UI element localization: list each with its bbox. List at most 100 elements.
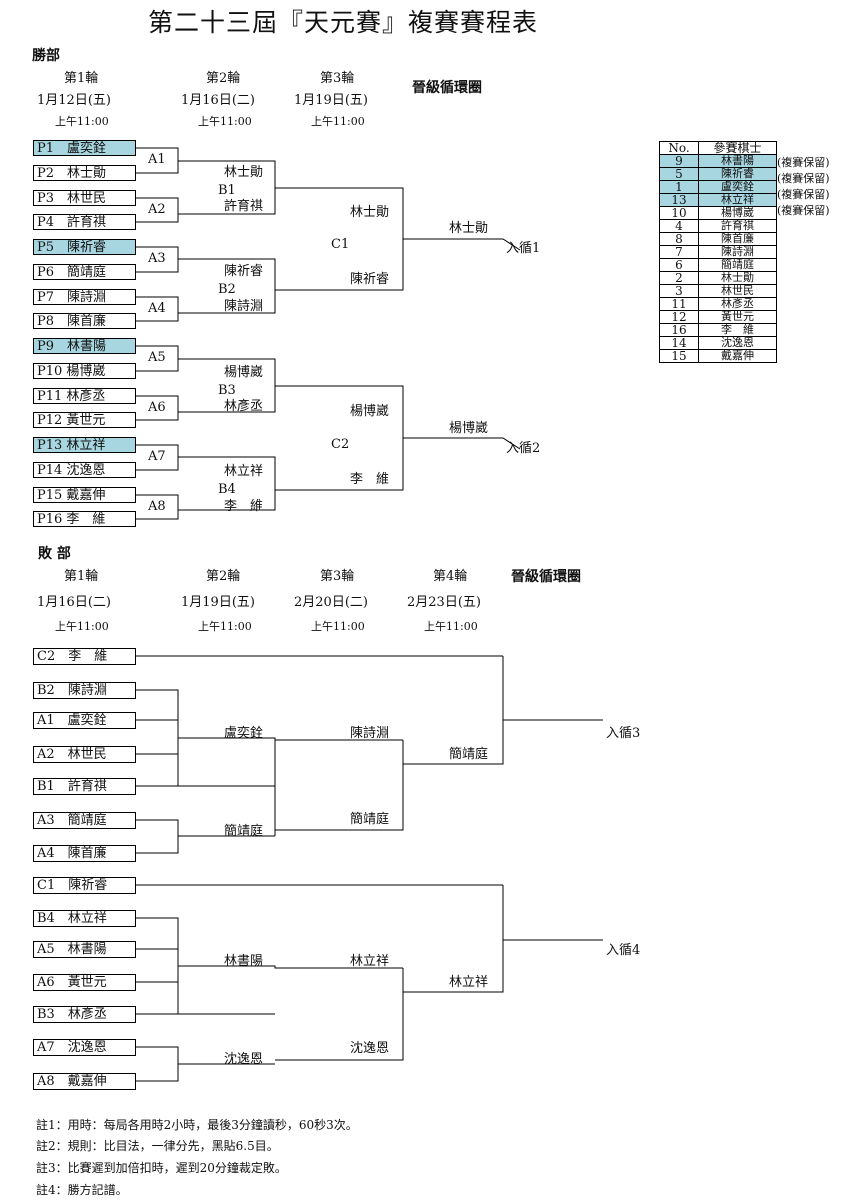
player-number: 1 xyxy=(659,180,699,194)
player-name: 李 維 xyxy=(698,323,777,337)
losers-entry-box: B4 林立祥 xyxy=(33,910,136,927)
winners-player-box: P2 林士勛 xyxy=(33,165,136,181)
winners-round-time: 上午11:00 xyxy=(55,115,109,128)
r2-winner-name: 林彥丞 xyxy=(224,399,264,414)
qualify-label-1: 入循1 xyxy=(506,241,541,256)
qualify-label-2: 入循2 xyxy=(506,441,541,456)
match-label-a2: A2 xyxy=(148,202,166,217)
losers-round-time: 上午11:00 xyxy=(55,620,109,633)
losers-r1-winner: 林書陽 xyxy=(224,954,264,969)
losers-entry-box: A5 林書陽 xyxy=(33,941,136,958)
player-name: 陳詩淵 xyxy=(698,245,777,259)
player-name: 林書陽 xyxy=(698,154,777,168)
player-number: 5 xyxy=(659,167,699,181)
player-name: 簡靖庭 xyxy=(698,258,777,272)
r2-winner-name: 許育祺 xyxy=(224,199,264,214)
losers-round-time: 上午11:00 xyxy=(424,620,478,633)
player-number: 3 xyxy=(659,284,699,298)
match-label-b4: B4 xyxy=(218,482,236,497)
r3-player-name: 楊博崴 xyxy=(350,404,390,419)
r3-player-name: 李 維 xyxy=(350,472,390,487)
losers-entry-box: C1 陳祈睿 xyxy=(33,877,136,894)
winners-player-box: P15 戴嘉伸 xyxy=(33,487,136,503)
match-label-b2: B2 xyxy=(218,282,236,297)
r3-player-name: 陳祈睿 xyxy=(350,272,390,287)
losers-round-date: 1月19日(五) xyxy=(181,595,255,610)
note-2: 註2：規則：比目法，一律分先，黑貼6.5目。 xyxy=(36,1139,279,1153)
losers-round-name: 第2輪 xyxy=(206,569,241,584)
losers-entry-box: A4 陳首廉 xyxy=(33,845,136,862)
winners-player-box: P16 李 維 xyxy=(33,511,136,527)
winners-player-box: P9 林書陽 xyxy=(33,338,136,354)
losers-round-name: 第3輪 xyxy=(320,569,355,584)
match-label-a7: A7 xyxy=(148,449,166,464)
match-label-a1: A1 xyxy=(148,152,166,167)
match-label-c2: C2 xyxy=(331,437,350,452)
note-1: 註1：用時：每局各用時2小時，最後3分鐘讀秒，60秒3次。 xyxy=(36,1118,358,1132)
reserved-note: (複賽保留) xyxy=(777,188,830,201)
note-4: 註4：勝方記譜。 xyxy=(36,1183,128,1197)
winners-round-date: 1月19日(五) xyxy=(294,93,368,108)
winners-player-box: P7 陳詩淵 xyxy=(33,289,136,305)
player-number: 11 xyxy=(659,297,699,311)
final-winner-name: 楊博崴 xyxy=(449,421,489,436)
page-title: 第二十三屆『天元賽』複賽賽程表 xyxy=(148,8,539,37)
winners-player-box: P11 林彥丞 xyxy=(33,388,136,404)
losers-round-date: 1月16日(二) xyxy=(37,595,111,610)
losers-r1-winner: 簡靖庭 xyxy=(224,824,264,839)
winners-player-box: P10 楊博崴 xyxy=(33,363,136,379)
player-number: 6 xyxy=(659,258,699,272)
player-name: 林士勛 xyxy=(698,271,777,285)
losers-r2-winner: 陳詩淵 xyxy=(350,726,390,741)
winners-player-box: P5 陳祈睿 xyxy=(33,239,136,255)
player-name: 黃世元 xyxy=(698,310,777,324)
losers-qualify-label: 晉級循環圈 xyxy=(511,569,581,585)
winners-player-box: P14 沈逸恩 xyxy=(33,462,136,478)
table-header-row: No.參賽棋士 xyxy=(659,141,777,155)
match-label-a8: A8 xyxy=(148,499,166,514)
r2-winner-name: 李 維 xyxy=(224,499,264,514)
player-number: 10 xyxy=(659,206,699,220)
r2-winner-name: 陳詩淵 xyxy=(224,299,264,314)
winners-player-box: P6 簡靖庭 xyxy=(33,264,136,280)
r2-winner-name: 林士勛 xyxy=(224,165,264,180)
losers-r2-winner: 沈逸恩 xyxy=(350,1041,390,1056)
note-3: 註3：比賽遲到加倍扣時，遲到20分鐘裁定敗。 xyxy=(36,1161,287,1175)
player-name: 許育祺 xyxy=(698,219,777,233)
player-name: 沈逸恩 xyxy=(698,336,777,350)
winners-player-box: P4 許育祺 xyxy=(33,214,136,230)
losers-r2-winner: 林立祥 xyxy=(350,954,390,969)
player-number: 16 xyxy=(659,323,699,337)
losers-section-label: 敗 部 xyxy=(38,546,71,562)
final-winner-name: 林士勛 xyxy=(449,221,489,236)
winners-round-time: 上午11:00 xyxy=(311,115,365,128)
match-label-a3: A3 xyxy=(148,251,166,266)
player-name: 林彥丞 xyxy=(698,297,777,311)
losers-round-date: 2月23日(五) xyxy=(407,595,481,610)
player-name: 陳首廉 xyxy=(698,232,777,246)
player-name: 楊博崴 xyxy=(698,206,777,220)
losers-entry-box: B1 許育祺 xyxy=(33,778,136,795)
losers-round-time: 上午11:00 xyxy=(311,620,365,633)
player-number: 15 xyxy=(659,349,699,363)
table-header-cell: 參賽棋士 xyxy=(698,141,777,155)
winners-player-box: P8 陳首廉 xyxy=(33,313,136,329)
losers-r1-winner: 沈逸恩 xyxy=(224,1052,264,1067)
r2-winner-name: 陳祈睿 xyxy=(224,264,264,279)
winners-section-label: 勝部 xyxy=(32,48,60,64)
match-label-b1: B1 xyxy=(218,183,236,198)
player-name: 林立祥 xyxy=(698,193,777,207)
reserved-note: (複賽保留) xyxy=(777,156,830,169)
match-label-b3: B3 xyxy=(218,383,236,398)
